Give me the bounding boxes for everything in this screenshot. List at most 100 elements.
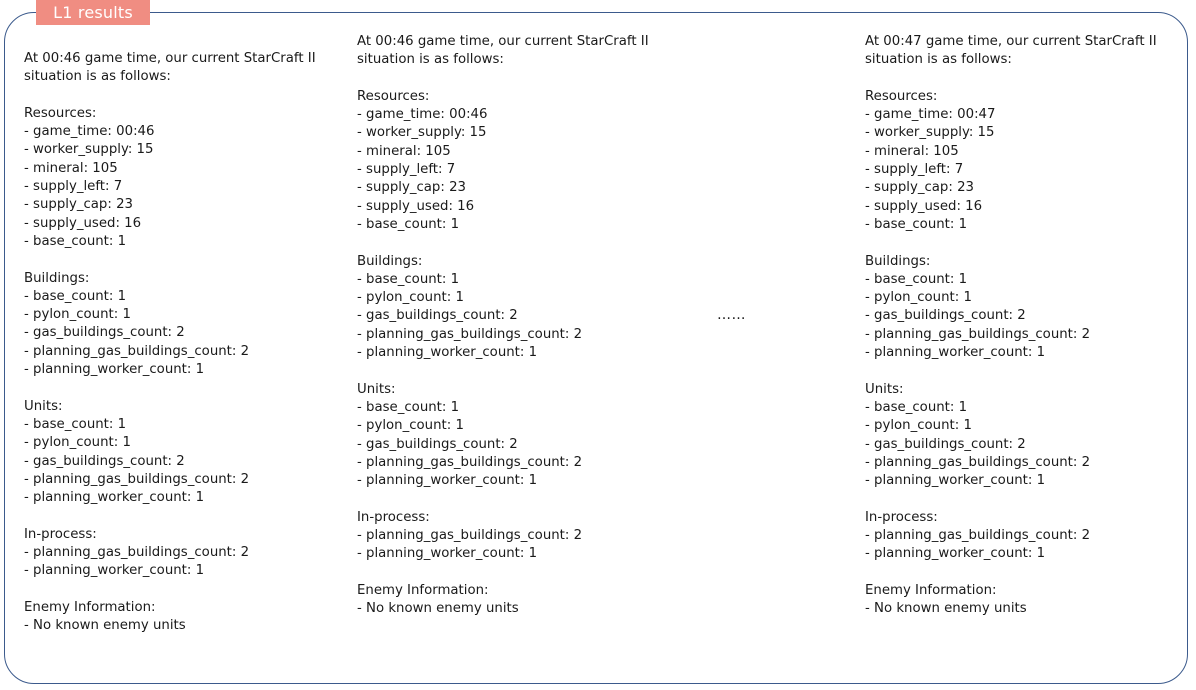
section-item: - supply_used: 16 xyxy=(865,198,983,214)
section-item: - base_count: 1 xyxy=(865,216,968,232)
section-title: Enemy Information: xyxy=(24,599,156,615)
section-title: Units: xyxy=(357,381,396,397)
section-title: Units: xyxy=(24,398,63,414)
blank-line xyxy=(865,564,1157,582)
blank-line xyxy=(24,379,316,397)
section-item: - base_count: 1 xyxy=(24,288,127,304)
intro-line: At 00:46 game time, our current StarCraf… xyxy=(357,34,649,49)
section-item: - supply_used: 16 xyxy=(24,215,142,231)
blank-line xyxy=(357,490,649,508)
section-item: - supply_cap: 23 xyxy=(24,197,133,213)
blank-line xyxy=(865,362,1157,380)
intro-line: situation is as follows: xyxy=(865,52,1012,68)
section-title: Resources: xyxy=(24,105,97,121)
blank-line xyxy=(357,234,649,252)
section-item: - base_count: 1 xyxy=(357,216,460,232)
section-title: Buildings: xyxy=(357,253,423,269)
results-frame xyxy=(4,12,1188,684)
blank-line xyxy=(357,564,649,582)
blank-line xyxy=(24,87,316,105)
section-item: - planning_worker_count: 1 xyxy=(24,490,205,506)
blank-line xyxy=(865,490,1157,508)
section-item: - planning_worker_count: 1 xyxy=(357,345,538,361)
section-item: - pylon_count: 1 xyxy=(865,418,972,434)
section-item: - mineral: 105 xyxy=(24,160,118,176)
observation-column-1: At 00:46 game time, our current StarCraf… xyxy=(24,50,316,636)
section-item: - pylon_count: 1 xyxy=(357,418,464,434)
blank-line xyxy=(24,251,316,269)
blank-line xyxy=(865,70,1157,88)
section-item: - gas_buildings_count: 2 xyxy=(357,436,518,452)
section-item: - planning_gas_buildings_count: 2 xyxy=(865,454,1091,470)
section-title: In-process: xyxy=(24,526,97,542)
intro-line: situation is as follows: xyxy=(357,52,504,68)
section-title: Enemy Information: xyxy=(865,582,997,598)
section-item: - planning_gas_buildings_count: 2 xyxy=(357,454,583,470)
section-item: - pylon_count: 1 xyxy=(24,435,131,451)
section-item: - pylon_count: 1 xyxy=(865,290,972,306)
section-item: - planning_worker_count: 1 xyxy=(357,473,538,489)
section-item: - No known enemy units xyxy=(24,618,186,634)
section-item: - base_count: 1 xyxy=(357,271,460,287)
section-item: - supply_used: 16 xyxy=(357,198,475,214)
section-item: - pylon_count: 1 xyxy=(357,290,464,306)
section-item: - worker_supply: 15 xyxy=(357,125,487,141)
intro-line: situation is as follows: xyxy=(24,69,171,85)
section-item: - gas_buildings_count: 2 xyxy=(24,325,185,341)
section-title: Buildings: xyxy=(24,270,90,286)
section-item: - supply_left: 7 xyxy=(24,179,123,195)
section-item: - planning_worker_count: 1 xyxy=(24,362,205,378)
section-title: Resources: xyxy=(357,88,430,104)
section-item: - No known enemy units xyxy=(357,601,519,617)
section-item: - planning_worker_count: 1 xyxy=(865,473,1046,489)
section-title: In-process: xyxy=(357,509,430,525)
section-item: - game_time: 00:46 xyxy=(357,107,488,123)
section-item: - base_count: 1 xyxy=(24,416,127,432)
section-title: Enemy Information: xyxy=(357,582,489,598)
section-item: - planning_gas_buildings_count: 2 xyxy=(865,528,1091,544)
section-item: - planning_worker_count: 1 xyxy=(357,546,538,562)
section-title: In-process: xyxy=(865,509,938,525)
observation-column-2: At 00:46 game time, our current StarCraf… xyxy=(357,33,649,619)
section-item: - game_time: 00:46 xyxy=(24,124,155,140)
section-item: - supply_left: 7 xyxy=(865,162,964,178)
section-item: - planning_gas_buildings_count: 2 xyxy=(24,471,250,487)
section-title: Buildings: xyxy=(865,253,931,269)
blank-line xyxy=(865,234,1157,252)
section-item: - planning_gas_buildings_count: 2 xyxy=(24,343,250,359)
section-item: - worker_supply: 15 xyxy=(865,125,995,141)
section-item: - planning_worker_count: 1 xyxy=(865,546,1046,562)
blank-line xyxy=(357,362,649,380)
blank-line xyxy=(357,70,649,88)
section-item: - mineral: 105 xyxy=(865,143,959,159)
section-item: - base_count: 1 xyxy=(24,233,127,249)
section-item: - No known enemy units xyxy=(865,601,1027,617)
section-item: - base_count: 1 xyxy=(865,271,968,287)
section-item: - planning_gas_buildings_count: 2 xyxy=(357,326,583,342)
section-item: - worker_supply: 15 xyxy=(24,142,154,158)
section-item: - gas_buildings_count: 2 xyxy=(357,308,518,324)
blank-line xyxy=(24,581,316,599)
observation-column-3: At 00:47 game time, our current StarCraf… xyxy=(865,33,1157,619)
blank-line xyxy=(24,507,316,525)
section-item: - gas_buildings_count: 2 xyxy=(865,436,1026,452)
section-item: - supply_cap: 23 xyxy=(357,180,466,196)
section-item: - planning_gas_buildings_count: 2 xyxy=(357,528,583,544)
intro-line: At 00:46 game time, our current StarCraf… xyxy=(24,51,316,66)
section-item: - supply_cap: 23 xyxy=(865,180,974,196)
section-title: Units: xyxy=(865,381,904,397)
continuation-ellipsis: …… xyxy=(717,307,746,323)
section-item: - planning_worker_count: 1 xyxy=(865,345,1046,361)
intro-line: At 00:47 game time, our current StarCraf… xyxy=(865,34,1157,49)
section-item: - pylon_count: 1 xyxy=(24,307,131,323)
section-item: - planning_worker_count: 1 xyxy=(24,563,205,579)
section-item: - planning_gas_buildings_count: 2 xyxy=(865,326,1091,342)
section-item: - planning_gas_buildings_count: 2 xyxy=(24,545,250,561)
section-item: - gas_buildings_count: 2 xyxy=(24,453,185,469)
section-item: - base_count: 1 xyxy=(357,399,460,415)
section-title: Resources: xyxy=(865,88,938,104)
section-item: - mineral: 105 xyxy=(357,143,451,159)
results-tag: L1 results xyxy=(36,0,150,25)
section-item: - base_count: 1 xyxy=(865,399,968,415)
section-item: - game_time: 00:47 xyxy=(865,107,996,123)
